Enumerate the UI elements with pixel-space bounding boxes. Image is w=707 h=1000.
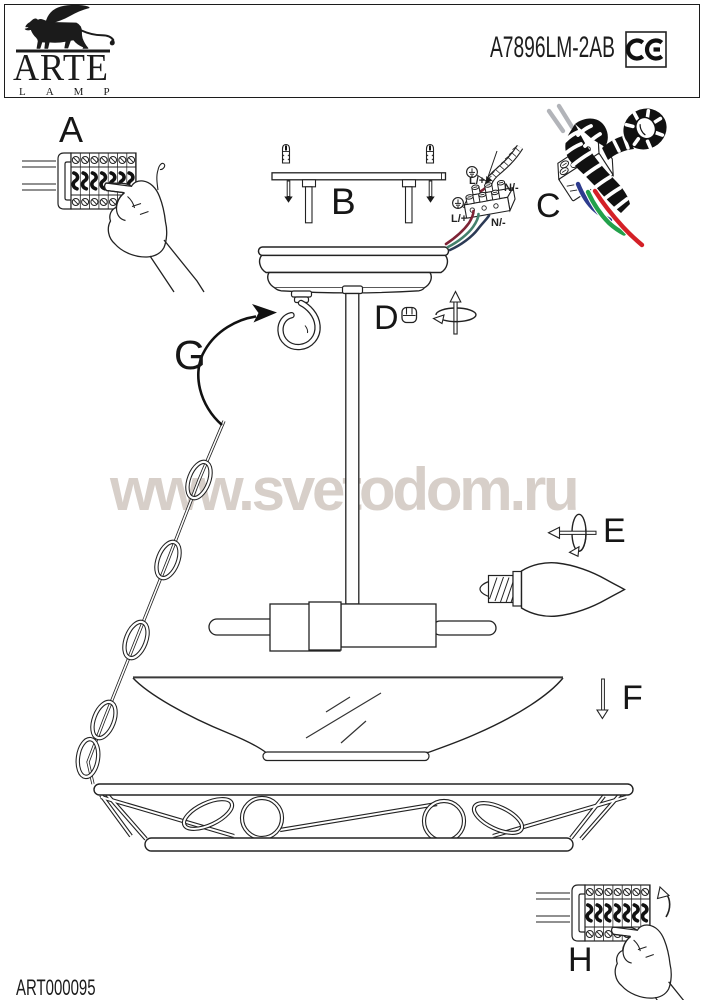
wire-label-live-bottom: L/+ <box>451 213 468 225</box>
wire-label-live-top: L/+ <box>469 175 486 187</box>
rotate-horizontal-axis-icon <box>547 513 597 558</box>
glass-shade <box>132 676 564 762</box>
step-label-e: E <box>603 512 626 550</box>
terminal-strip-a <box>22 153 205 293</box>
bulb-icon <box>479 562 626 617</box>
terminal-strip-h <box>536 885 707 1000</box>
tape-roll-icon <box>623 108 667 150</box>
rotate-vertical-axis-icon <box>432 290 477 335</box>
step-label-g: G <box>174 332 206 378</box>
step-label-f: F <box>622 679 643 717</box>
wire-label-neutral-top: N/- <box>504 182 519 194</box>
locking-sleeve-icon <box>401 306 418 324</box>
brand-lion-icon <box>16 4 115 53</box>
decorative-frame <box>93 783 634 852</box>
step-label-b: B <box>331 181 356 222</box>
step-label-h: H <box>568 941 593 979</box>
ce-mark-icon <box>625 31 667 68</box>
insulating-tape-wrap <box>563 118 630 213</box>
wire-label-neutral-bottom: N/- <box>491 217 506 229</box>
taped-terminal-illustration <box>546 103 667 249</box>
mains-cable <box>484 144 524 186</box>
mounting-bracket-b <box>271 143 447 224</box>
chain <box>75 420 226 785</box>
shade-down-arrow <box>595 678 609 720</box>
step-label-a: A <box>59 109 84 150</box>
wiring-diagram <box>444 144 524 252</box>
brand-name: ARTE <box>13 47 109 89</box>
hang-chain-arrow <box>197 304 277 426</box>
model-number: A7896LM-2AB <box>490 31 615 64</box>
socket-assembly <box>208 601 497 652</box>
header-box <box>4 4 700 98</box>
hand-h <box>610 924 707 1000</box>
step-label-d: D <box>374 299 399 337</box>
stem-rod <box>345 292 360 605</box>
hook <box>277 299 321 351</box>
brand-subtitle: LAMP <box>19 86 130 98</box>
article-code: ART000095 <box>16 975 96 1000</box>
hand-a <box>103 180 205 293</box>
step-label-c: C <box>536 187 561 225</box>
ceiling-canopy <box>257 246 450 605</box>
terminal-block-3d <box>463 179 516 219</box>
